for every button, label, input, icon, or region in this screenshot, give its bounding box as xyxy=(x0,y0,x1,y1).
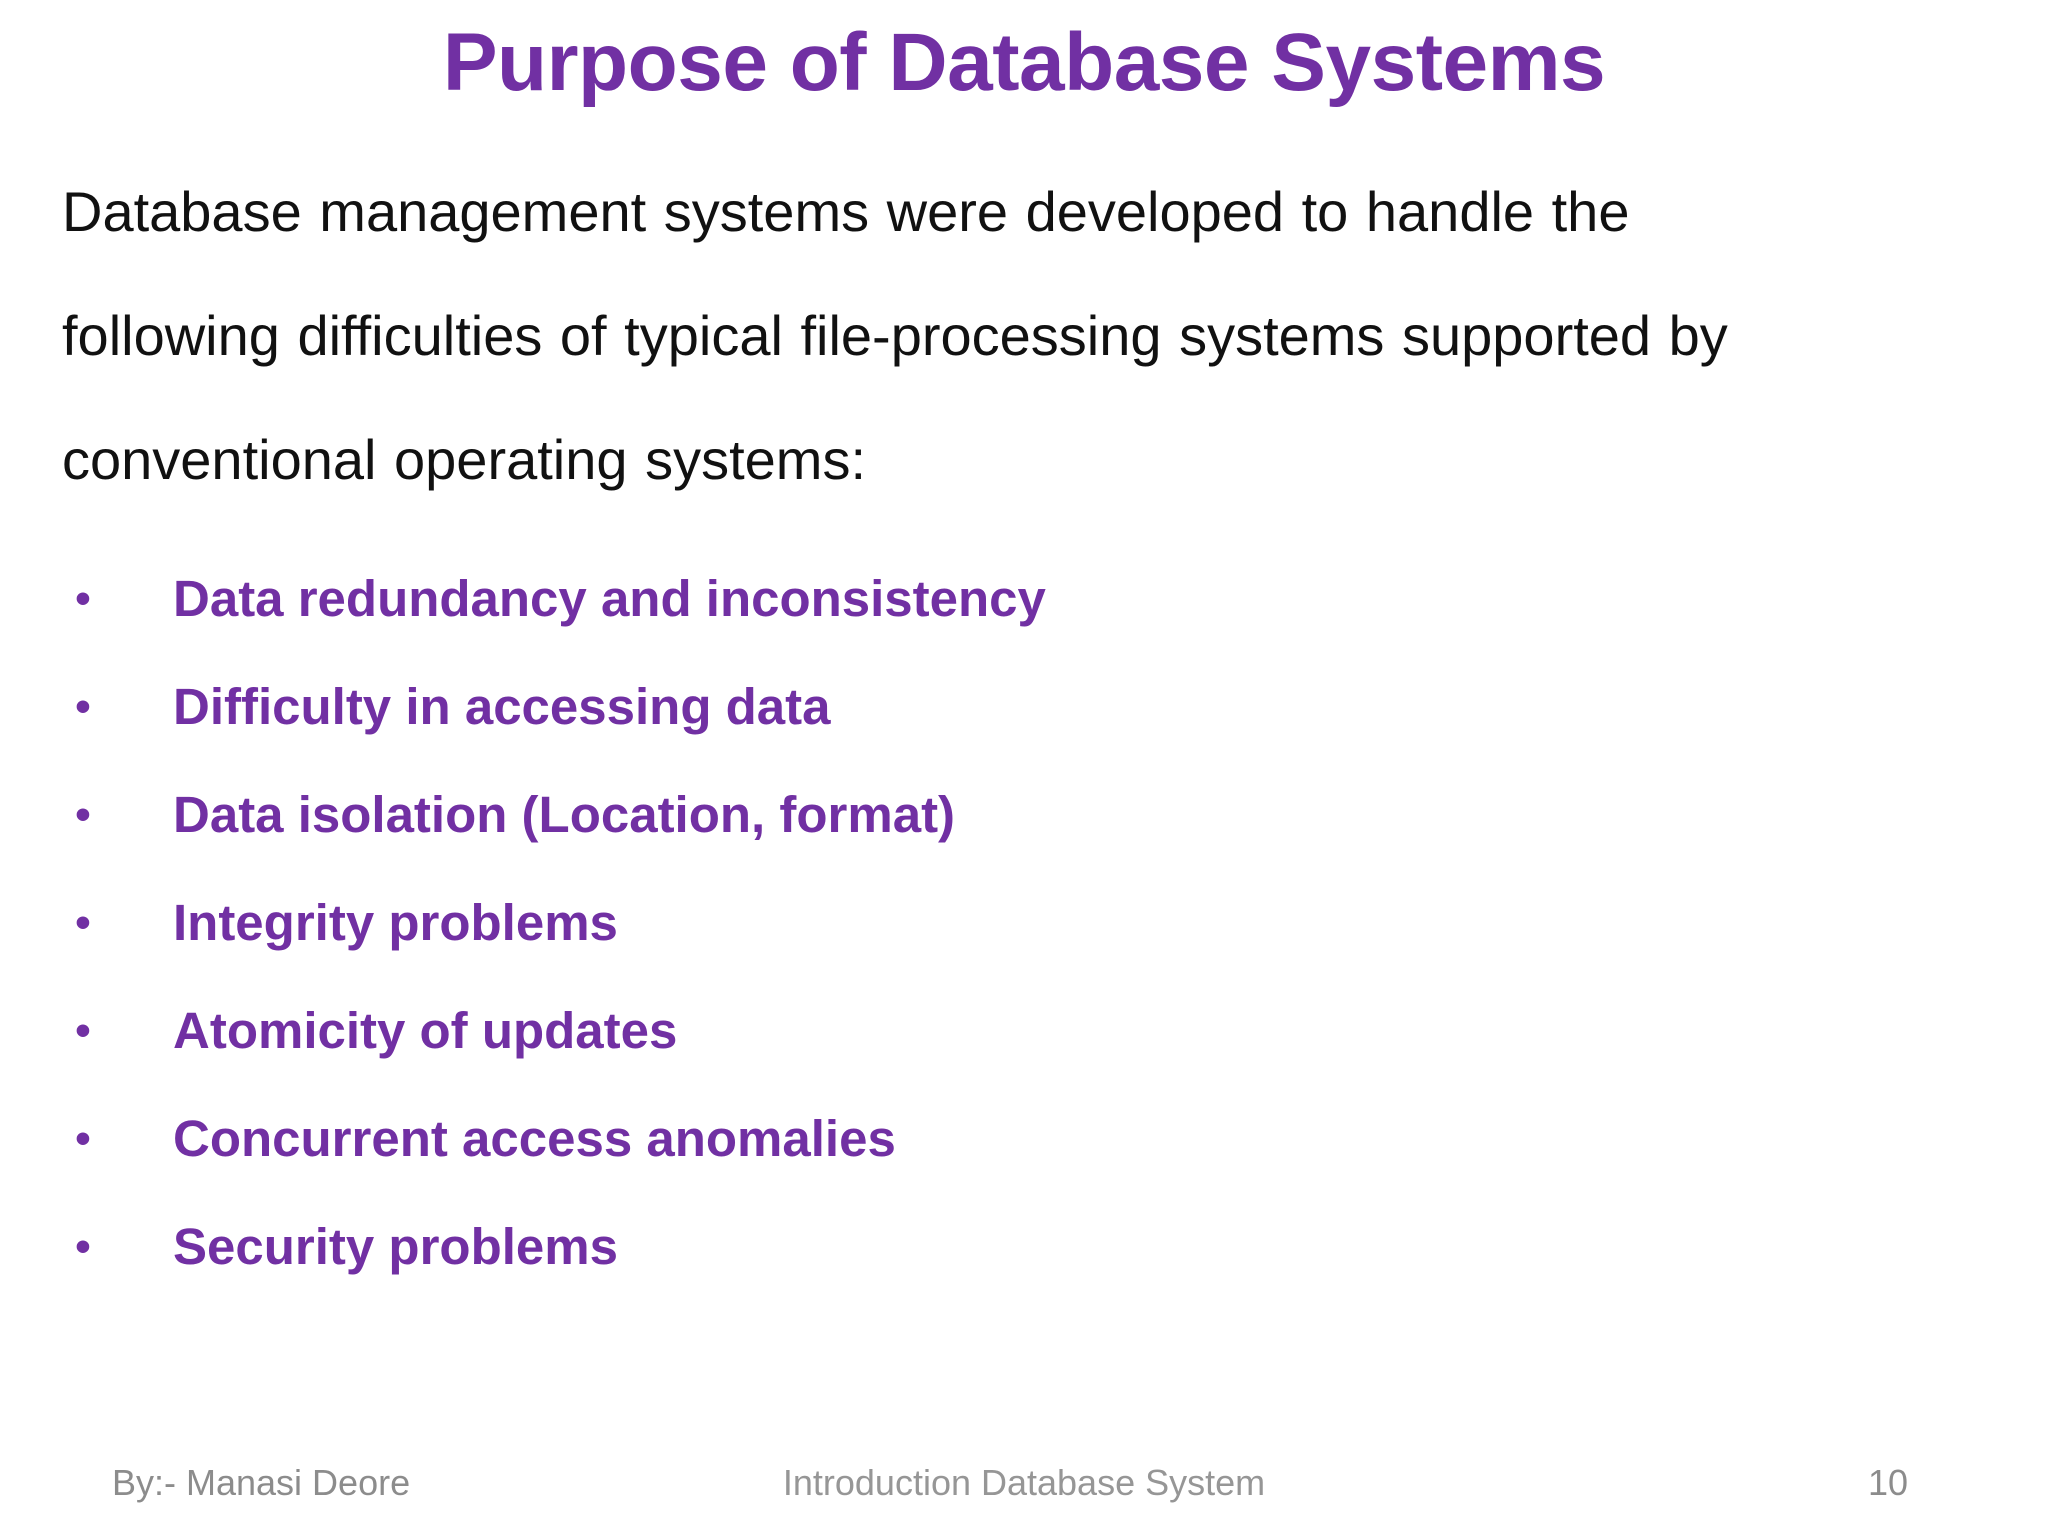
intro-line-2: following difficulties of typical file-p… xyxy=(62,274,1967,398)
slide-footer: By:- Manasi Deore Introduction Database … xyxy=(0,1450,2048,1536)
intro-word: file-processing xyxy=(800,304,1162,367)
bullet-point-icon: • xyxy=(75,1006,91,1055)
bullet-point-icon: • xyxy=(75,898,91,947)
slide-page-number: 10 xyxy=(1867,1462,1908,1503)
list-item-label: Data isolation (Location, format) xyxy=(173,786,956,843)
bullet-point-icon: • xyxy=(75,682,91,731)
list-item[interactable]: • Atomicity of updates xyxy=(55,977,1955,1085)
list-item-label: Concurrent access anomalies xyxy=(173,1110,896,1167)
bullet-point-icon: • xyxy=(75,790,91,839)
list-item[interactable]: • Security problems xyxy=(55,1193,1955,1301)
intro-line-3: conventional operating systems: xyxy=(62,428,866,491)
intro-word: following xyxy=(62,304,280,367)
intro-word: systems xyxy=(1179,304,1385,367)
page-title: Purpose of Database Systems xyxy=(442,17,1606,108)
bullet-point-icon: • xyxy=(75,1222,91,1271)
list-item-label: Difficulty in accessing data xyxy=(173,678,831,735)
intro-word: Database xyxy=(62,180,302,243)
intro-word: handle xyxy=(1365,180,1535,243)
intro-line-1: Database management systems were develop… xyxy=(62,150,1967,274)
list-item[interactable]: • Concurrent access anomalies xyxy=(55,1085,1955,1193)
footer-subject-title: Introduction Database System xyxy=(782,1462,1266,1503)
list-item[interactable]: • Integrity problems xyxy=(55,869,1955,977)
intro-word: the xyxy=(1551,180,1630,243)
intro-word: typical xyxy=(624,304,783,367)
intro-word: by xyxy=(1668,304,1728,367)
list-item[interactable]: • Data isolation (Location, format) xyxy=(55,761,1955,869)
list-item[interactable]: • Data redundancy and inconsistency xyxy=(55,545,1955,653)
footer-author: By:- Manasi Deore xyxy=(112,1462,411,1503)
intro-word: developed xyxy=(1025,180,1285,243)
intro-word: difficulties xyxy=(297,304,543,367)
intro-word: of xyxy=(559,304,607,367)
list-item-label: Security problems xyxy=(173,1218,618,1275)
intro-paragraph: Database management systems were develop… xyxy=(62,150,1967,522)
list-item-label: Data redundancy and inconsistency xyxy=(173,570,1046,627)
intro-word: management xyxy=(319,180,647,243)
difficulties-list: • Data redundancy and inconsistency • Di… xyxy=(55,545,1955,1301)
list-item-label: Integrity problems xyxy=(173,894,618,951)
intro-word: systems xyxy=(663,180,870,243)
list-item-label: Atomicity of updates xyxy=(173,1002,678,1059)
intro-word: to xyxy=(1301,180,1349,243)
intro-word: supported xyxy=(1402,304,1652,367)
bullet-point-icon: • xyxy=(75,574,91,623)
bullet-point-icon: • xyxy=(75,1114,91,1163)
list-item[interactable]: • Difficulty in accessing data xyxy=(55,653,1955,761)
intro-word: were xyxy=(886,180,1009,243)
